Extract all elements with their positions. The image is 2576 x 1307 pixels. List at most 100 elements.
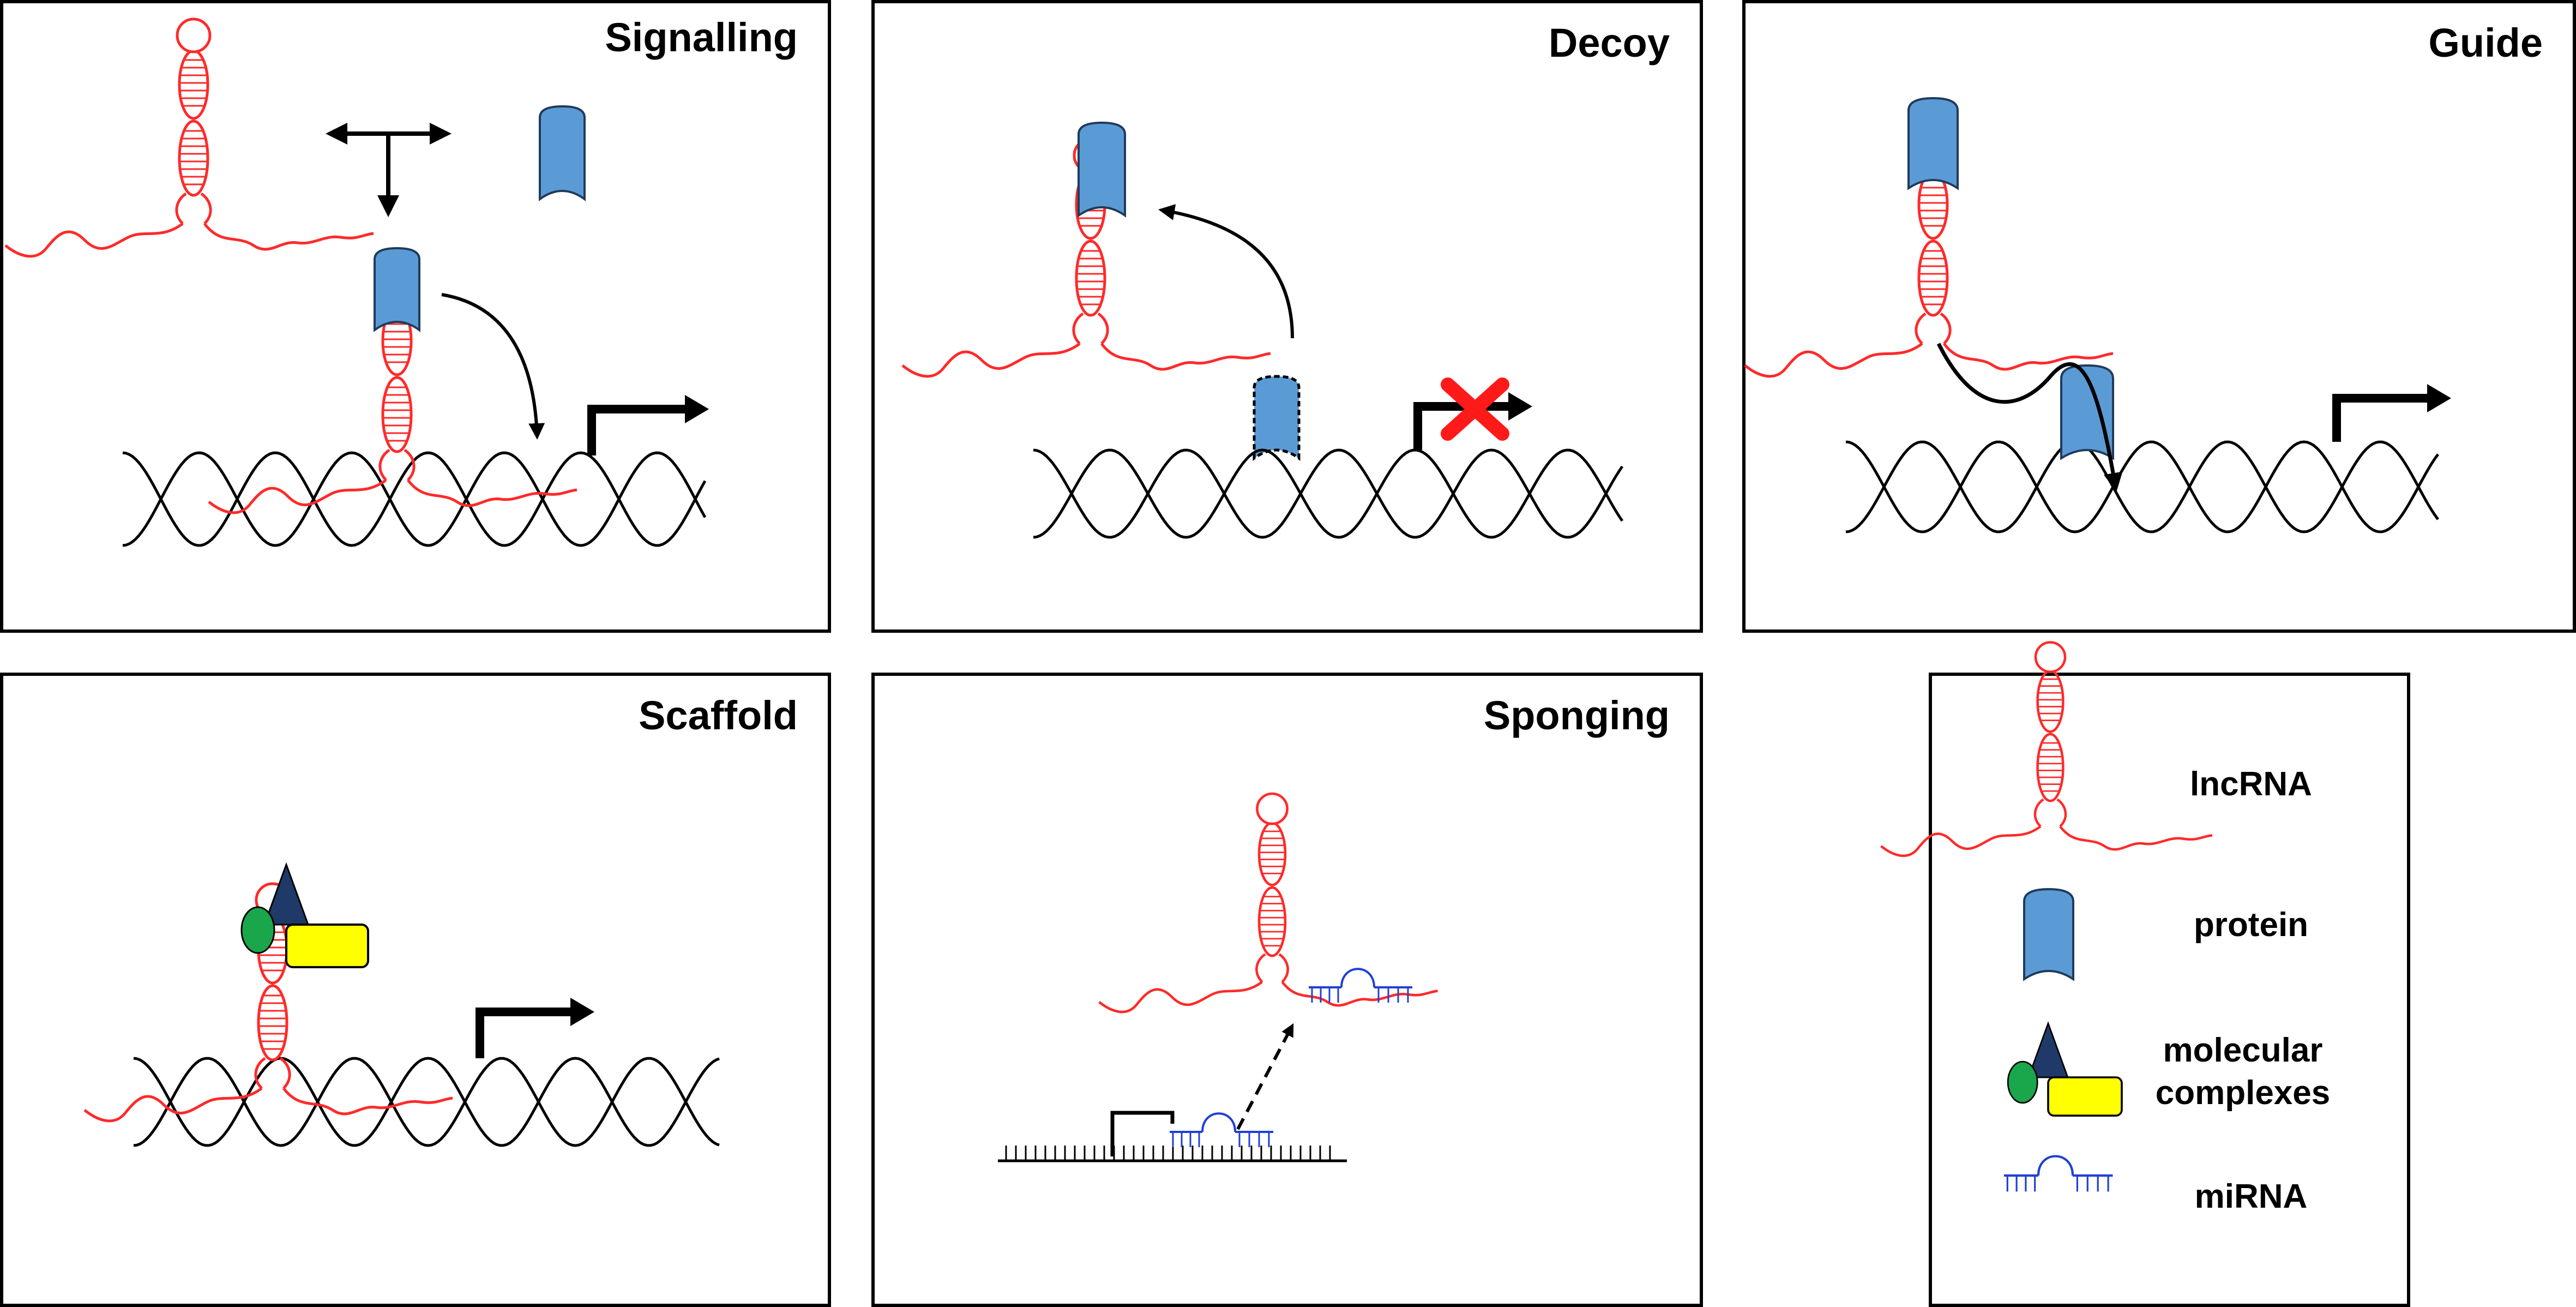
panel-sponging: Sponging: [871, 673, 1703, 1307]
protein-body: [2023, 888, 2074, 981]
panel-scaffold: Scaffold: [0, 673, 831, 1307]
legend-label-mirna: miRNA: [2194, 1178, 2308, 1215]
sponging-bound-mirna: [1309, 968, 1412, 1003]
legend-complex-glyph: [2007, 1021, 2123, 1117]
sponging-tss-bracket: [1110, 1111, 1175, 1156]
panel-legend: lncRNA protein molecular complexes miRNA: [1929, 673, 2410, 1307]
decoy-blocked-x-icon: [1441, 377, 1509, 441]
lncrna-terminal-loop: [2034, 641, 2067, 673]
legend-label-complex-line1: molecular: [2163, 1032, 2323, 1069]
lncrna-stem-lower: [1075, 239, 1106, 317]
lncrna-tail-right: [1281, 981, 1438, 1007]
lncrna-stem-upper: [2036, 669, 2065, 733]
decoy-displaced-protein: [1253, 375, 1301, 461]
lncrna-tail-left: [901, 342, 1081, 378]
lncrna-tail-right: [407, 479, 577, 507]
protein-body: [2060, 364, 2114, 460]
decoy-bound-protein: [1078, 121, 1126, 218]
lncrna-tail-right: [1100, 343, 1271, 371]
dna-strand-2: [122, 451, 707, 547]
guide-curved-arrow: [1936, 343, 2123, 492]
dna-strand-1: [1033, 448, 1624, 539]
signalling-free-protein: [539, 105, 586, 201]
sponging-target-mirna: [1170, 1112, 1273, 1147]
scaffold-dna: [133, 1057, 720, 1147]
tss-line: [2332, 394, 2429, 442]
dna-strand-1: [1845, 440, 2440, 533]
lncrna-tail-right: [203, 223, 374, 251]
lncrna-tail-left: [83, 1087, 263, 1123]
legend-mirna-glyph: [2004, 1155, 2113, 1192]
complex-circle: [2007, 1060, 2038, 1104]
protein-body: [374, 247, 420, 332]
panel-title-scaffold: Scaffold: [639, 693, 798, 738]
tss-line: [476, 1008, 573, 1058]
panel-title-decoy: Decoy: [1548, 20, 1670, 65]
decoy-curved-arrow: [1158, 204, 1294, 339]
panel-title-guide: Guide: [2428, 20, 2543, 65]
lncrna-bottom-loop: [254, 1057, 291, 1089]
mirna-loop: [1340, 968, 1375, 988]
lncrna-bottom-loop: [175, 192, 212, 225]
guide-dna-protein: [2060, 364, 2114, 460]
lncrna-tail-right: [282, 1087, 453, 1116]
lncrna-stem-lower: [178, 119, 209, 197]
lncrna-terminal-loop: [1256, 792, 1289, 825]
dna-strand-2: [1033, 448, 1624, 539]
lncrna-stem-lower: [2036, 733, 2065, 802]
signalling-curved-arrow: [441, 293, 545, 440]
tss-arrowhead: [1508, 392, 1532, 421]
tss-arrowhead: [570, 998, 594, 1026]
complex-triangle: [263, 862, 310, 926]
guide-lncrna-protein: [1907, 97, 1959, 190]
legend-label-complex-line2: complexes: [2155, 1074, 2331, 1112]
signalling-bound-protein: [374, 247, 420, 332]
legend-protein-glyph: [2023, 888, 2074, 981]
mirna-loop: [2037, 1155, 2074, 1176]
sponging-dashed-arrow: [1236, 1023, 1294, 1130]
lncrna-stem-upper: [1257, 822, 1287, 886]
legend-label-lncrna: lncRNA: [2190, 765, 2312, 803]
complex-rect: [2047, 1076, 2123, 1117]
legend-lncrna-glyph: [1880, 641, 2213, 858]
sponging-target-mrna: [998, 1146, 1347, 1162]
signalling-tss: [587, 395, 709, 455]
scaffold-tss: [476, 998, 594, 1058]
lncrna-stem-lower: [257, 984, 288, 1062]
tss-line: [587, 405, 687, 455]
decoy-dna: [1033, 448, 1624, 539]
tss-arrowhead: [685, 395, 709, 423]
lncrna-bottom-loop: [378, 448, 416, 481]
lncrna-bottom-loop: [1072, 312, 1109, 345]
lncrna-tail-right: [1943, 343, 2114, 371]
panel-title-sponging: Sponging: [1483, 693, 1670, 738]
legend-label-protein: protein: [2193, 906, 2309, 944]
lncrna-tail-left: [1880, 825, 2042, 858]
lncrna-stem-upper: [178, 49, 209, 120]
lncrna-stem-lower: [381, 376, 413, 453]
protein-body: [1253, 375, 1301, 461]
protein-body: [1078, 121, 1126, 218]
lncrna-stem-lower: [1257, 886, 1287, 957]
dna-strand-2: [133, 1057, 720, 1147]
scaffold-complex: [240, 862, 369, 968]
x-stroke-2: [1441, 377, 1509, 441]
lncrna-terminal-loop: [176, 17, 212, 53]
protein-body: [1907, 97, 1959, 190]
complex-rect: [285, 924, 369, 968]
complex-circle: [240, 906, 275, 954]
signalling-free-lncrna: [4, 17, 374, 258]
panel-decoy: Decoy: [871, 0, 1703, 633]
lncrna-bottom-loop: [1915, 312, 1952, 345]
dna-strand-2: [1845, 440, 2440, 533]
guide-dna: [1845, 440, 2440, 533]
lncrna-tail-left: [208, 478, 387, 514]
protein-body: [539, 105, 586, 201]
lncrna-tail-left: [4, 222, 184, 258]
complex-triangle: [2027, 1021, 2069, 1078]
dna-strand-1: [133, 1057, 720, 1147]
lncrna-bottom-loop: [1255, 953, 1289, 983]
mirna-loop: [1201, 1112, 1236, 1132]
lncrna-stem-lower: [1917, 239, 1949, 317]
